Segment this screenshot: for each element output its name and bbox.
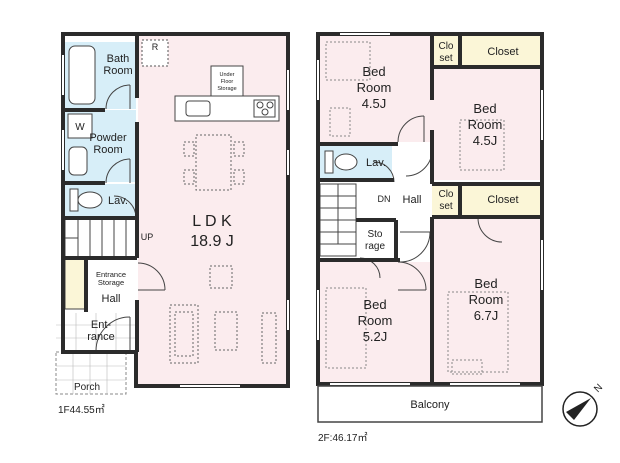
compass-north-label: N bbox=[592, 382, 605, 395]
hall-1f-label: Hall bbox=[102, 293, 121, 305]
compass-icon: N bbox=[562, 382, 605, 427]
washer-label: W bbox=[75, 122, 85, 133]
porch bbox=[55, 351, 127, 395]
refrigerator-label: R bbox=[152, 42, 159, 52]
windows-2f bbox=[317, 33, 543, 385]
storage-room bbox=[357, 222, 393, 258]
lav-2f-label: Lav. bbox=[366, 157, 386, 169]
under-floor-storage bbox=[210, 65, 244, 97]
ldk-size-label: 18.9 J bbox=[190, 233, 234, 250]
toilet-icon bbox=[69, 188, 103, 212]
balcony bbox=[317, 385, 543, 423]
closet-mid-label: Closet bbox=[487, 194, 518, 206]
bed-room-ne bbox=[432, 68, 540, 180]
closet-mid bbox=[461, 184, 540, 216]
hall-1f bbox=[86, 259, 136, 313]
dining-table-icon bbox=[183, 134, 245, 191]
bed-room-sw bbox=[320, 262, 432, 382]
entrance-grid bbox=[56, 313, 136, 351]
stairs-2f bbox=[319, 183, 357, 257]
closet-top bbox=[461, 36, 540, 66]
up-label: UP bbox=[141, 232, 154, 242]
toilet-2f-icon bbox=[324, 150, 358, 174]
balcony-label: Balcony bbox=[410, 399, 450, 411]
bed-room-se bbox=[432, 218, 540, 382]
sofa-icon bbox=[169, 265, 277, 364]
walls-1f bbox=[61, 32, 290, 388]
entrance-storage bbox=[64, 258, 86, 310]
porch-label: Porch bbox=[74, 382, 100, 393]
floor2-area-label: 2F:46.17㎡ bbox=[318, 432, 367, 444]
sink-icon bbox=[185, 100, 211, 117]
stairs-1f bbox=[64, 218, 137, 258]
entrance-label: Ent-rance bbox=[87, 319, 115, 343]
furniture-2f bbox=[325, 41, 509, 375]
lav-1f-label: Lav. bbox=[108, 195, 128, 207]
refrigerator-icon bbox=[141, 39, 169, 67]
floor1-area-label: 1F44.55㎡ bbox=[58, 404, 105, 416]
closet-small-top bbox=[432, 36, 460, 66]
dn-label: DN bbox=[378, 194, 391, 204]
closet-top-label: Closet bbox=[487, 46, 518, 58]
porch-grid bbox=[56, 352, 126, 394]
closet-small-mid bbox=[432, 184, 460, 216]
windows-1f bbox=[62, 55, 289, 387]
bed-room-nw bbox=[320, 36, 432, 142]
bathtub-icon bbox=[68, 45, 96, 105]
stove-icon bbox=[253, 99, 276, 118]
washer-icon bbox=[67, 113, 93, 139]
hall-2f-label: Hall bbox=[403, 194, 422, 206]
washbasin-icon bbox=[68, 146, 88, 176]
walls-2f bbox=[316, 32, 544, 386]
ldk-label: L D K bbox=[192, 213, 232, 230]
